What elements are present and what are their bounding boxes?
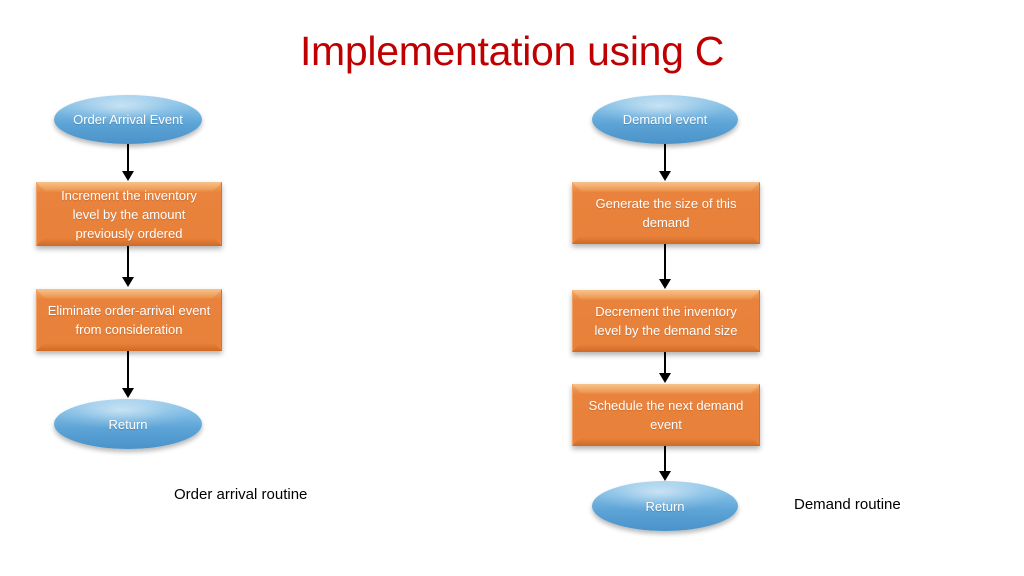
connector-eliminate-order-arrival-event-to-return — [112, 351, 144, 399]
node-label: Order Arrival Event — [73, 112, 183, 127]
node-eliminate-order-arrival-event[interactable]: Eliminate order-arrival event from consi… — [36, 289, 222, 351]
connector-schedule-next-demand-to-return — [649, 446, 681, 482]
node-label: Return — [108, 416, 148, 432]
node-label: Increment the inventory level by the amo… — [61, 187, 197, 241]
node-increment-inventory[interactable]: Increment the inventory level by the amo… — [36, 182, 222, 246]
node-demand-return[interactable]: Return — [592, 481, 738, 531]
node-schedule-next-demand[interactable]: Schedule the next demand event — [572, 384, 760, 446]
caption-demand-routine: Demand routine — [794, 496, 901, 513]
node-order-arrival-return[interactable]: Return — [54, 399, 202, 449]
node-decrement-inventory[interactable]: Decrement the inventory level by the dem… — [572, 290, 760, 352]
node-order-arrival-event[interactable]: Order Arrival Event — [54, 95, 202, 144]
node-demand-event[interactable]: Demand event — [592, 95, 738, 144]
connector-increment-inventory-to-eliminate-order-arrival-event — [112, 246, 144, 288]
caption-order-arrival-routine: Order arrival routine — [174, 486, 308, 503]
connector-decrement-inventory-to-schedule-next-demand — [649, 352, 681, 384]
node-label: Demand event — [622, 112, 708, 127]
node-label: Eliminate order-arrival event from consi… — [47, 303, 211, 337]
node-label: Decrement the inventory level by the dem… — [594, 304, 738, 338]
node-generate-demand-size[interactable]: Generate the size of this demand — [572, 182, 760, 244]
node-label: Schedule the next demand event — [588, 398, 744, 432]
page-title: Implementation using C — [299, 28, 725, 74]
connector-generate-demand-size-to-decrement-inventory — [649, 244, 681, 290]
node-label: Return — [645, 498, 685, 514]
node-label: Generate the size of this demand — [595, 196, 737, 230]
connector-demand-event-to-generate-demand-size — [649, 144, 681, 182]
connector-order-arrival-event-to-increment-inventory — [112, 144, 144, 182]
